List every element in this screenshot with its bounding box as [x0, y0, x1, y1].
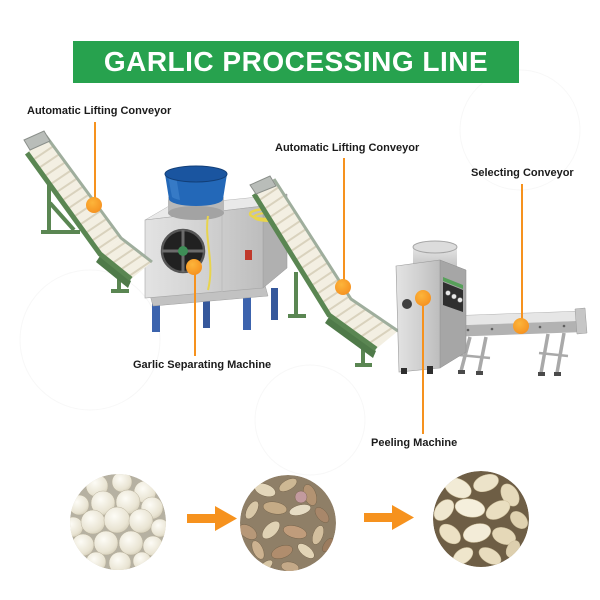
machine-leg [243, 292, 251, 330]
arrow-right-icon [187, 506, 237, 531]
peeled-garlic-cloves-icon [433, 471, 529, 567]
arrow-right-icon [364, 505, 414, 530]
conveyor-belt [27, 136, 121, 254]
indicator-strip [443, 277, 463, 289]
separated-garlic-cloves-icon [240, 475, 336, 571]
machine-leg [203, 298, 210, 328]
page-title: GARLIC PROCESSING LINE [103, 46, 489, 77]
label-lifting-conveyor-2: Automatic Lifting Conveyor [275, 142, 420, 154]
label-selecting-conveyor: Selecting Conveyor [471, 167, 574, 179]
lifting-conveyor-2-graphic [249, 175, 399, 367]
conveyor-legs [458, 332, 569, 374]
barrel [164, 165, 228, 206]
separating-machine-graphic [144, 165, 288, 332]
machine-leg [152, 298, 160, 332]
label-separating-machine: Garlic Separating Machine [133, 359, 272, 371]
conveyor-head-pulley [23, 130, 51, 151]
title-banner: GARLIC PROCESSING LINE [73, 41, 519, 83]
leader-dot-separating-machine [186, 259, 202, 275]
label-lifting-conveyor-1: Automatic Lifting Conveyor [27, 105, 172, 117]
whole-garlic-bulbs-icon [70, 474, 166, 570]
outlet-hole [402, 299, 412, 309]
label-peeling-machine: Peeling Machine [371, 437, 458, 449]
leader-dot-lifting-conveyor-1 [86, 197, 102, 213]
leader-dot-peeling-machine [415, 290, 431, 306]
pressure-gauges [445, 290, 463, 303]
power-switch [245, 250, 252, 260]
peeling-machine-graphic [395, 240, 467, 374]
conveyor-head-pulley [249, 175, 277, 195]
leader-dot-selecting-conveyor [513, 318, 529, 334]
machine-leg [271, 288, 278, 320]
leader-dots [86, 197, 529, 334]
process-flow [70, 471, 529, 571]
conveyor-belt [254, 179, 351, 315]
leader-lines [94, 122, 523, 434]
lifting-conveyor-1-graphic [23, 130, 153, 293]
leader-dot-lifting-conveyor-2 [335, 279, 351, 295]
